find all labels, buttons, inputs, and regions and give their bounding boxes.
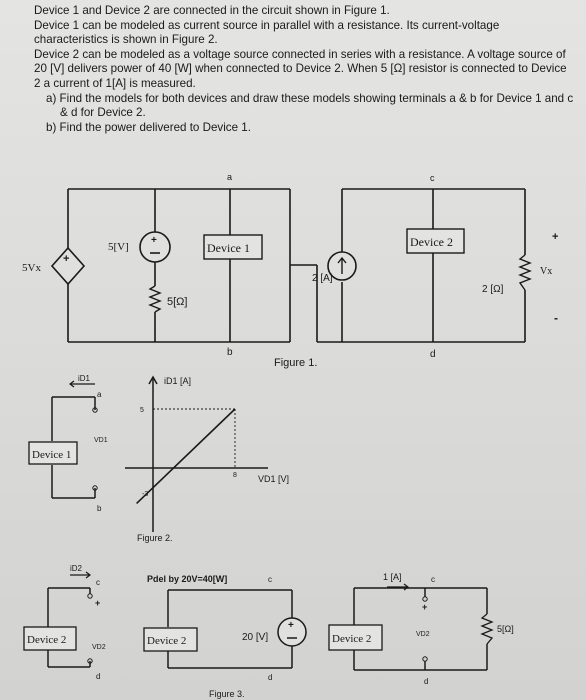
vd2-label: VD2 (92, 644, 106, 651)
id1-label: iD1 (78, 374, 91, 383)
figure2-caption: Figure 2. (137, 533, 173, 543)
resistor-icon (480, 613, 494, 645)
resistor-icon (148, 285, 162, 313)
right-device-label: Device 2 (332, 633, 371, 645)
right-resistor-label: 5[Ω] (497, 624, 514, 634)
resistor-2ohm: 2 [Ω] Vx + - (482, 231, 558, 325)
terminal-d-icon (87, 658, 93, 664)
figure-3-device2-symbol (47, 587, 91, 668)
mid-node-c: c (268, 575, 272, 584)
y-tick-neg3: -3 (142, 491, 148, 498)
arrow-right-icon (403, 583, 409, 591)
resistor-icon (518, 254, 532, 291)
current-source-2a: 2 [A] (312, 251, 357, 284)
problem-line-3: Device 2 can be modeled as a voltage sou… (34, 47, 567, 90)
figure-2-terminals: iD1 a VD1 b Device 1 (28, 374, 108, 513)
arrow-left-icon (69, 380, 75, 388)
figure-3-left-labels: iD2 c + VD2 d Device 2 (23, 564, 106, 681)
mid-node-d: d (268, 673, 272, 682)
figure-1-circuit (67, 188, 526, 343)
arrow-right-icon (85, 571, 91, 579)
problem-line-1: Device 1 and Device 2 are connected in t… (34, 4, 390, 17)
y-tick-5: 5 (140, 407, 144, 414)
fig2-node-b: b (97, 504, 102, 513)
figure-3-middle-labels: Pdel by 20V=40[W] c Device 2 + 20 [V] d (143, 574, 307, 682)
right-node-d: d (424, 677, 428, 686)
iv-characteristic-chart: iD1 [A] VD1 [V] 5 -3 8 (125, 375, 289, 532)
voltage-source-5v: + 5[V] (108, 231, 171, 263)
iv-series-line (136, 408, 236, 504)
right-plus: + (422, 602, 427, 612)
mid-vsource-plus: + (288, 620, 294, 631)
vd1-label: VD1 (94, 437, 108, 444)
right-current-label: 1 [A] (383, 572, 402, 582)
terminal-a-icon (92, 407, 98, 413)
node-b-label: b (227, 347, 233, 358)
id2-label: iD2 (70, 564, 83, 573)
problem-line-2: Device 1 can be modeled as current sourc… (34, 18, 500, 47)
mid-device-label: Device 2 (147, 635, 186, 647)
terminal-c-icon (87, 593, 93, 599)
y-axis-label: iD1 [A] (164, 376, 191, 386)
node-d-label: d (430, 349, 436, 360)
fig2-node-a: a (97, 390, 102, 399)
vsource-label: 5[V] (108, 241, 129, 253)
node-c-label: c (430, 173, 435, 183)
problem-part-a: a) Find the models for both devices and … (46, 91, 574, 120)
device2-label: Device 2 (410, 235, 453, 249)
resistor2-label: 2 [Ω] (482, 284, 504, 295)
node-a-label: a (227, 172, 232, 182)
vx-plus: + (552, 231, 558, 243)
figure-3-right-labels: 1 [A] c + VD2 d Device 2 5[Ω] (328, 572, 514, 686)
dependent-voltage-source: + 5Vx (22, 246, 86, 286)
terminal-d-icon (422, 656, 428, 662)
terminal-c-icon (422, 596, 428, 602)
current-source-label: 2 [A] (312, 273, 333, 284)
problem-part-b: b) Find the power delivered to Device 1. (46, 120, 251, 134)
figure3-caption: Figure 3. (209, 689, 245, 699)
terminal-b-icon (92, 485, 98, 491)
fig3-node-c: c (96, 578, 100, 587)
right-node-c: c (431, 575, 435, 584)
fig2-device-label: Device 1 (32, 449, 71, 461)
vsource-plus: + (151, 235, 157, 246)
figure1-caption: Figure 1. (274, 357, 317, 369)
x-tick-8: 8 (233, 472, 237, 479)
resistor1-label: 5[Ω] (167, 296, 187, 308)
fig3-device-label: Device 2 (27, 634, 66, 646)
arrow-up-icon (337, 256, 347, 264)
device1-label: Device 1 (207, 241, 250, 255)
x-axis-label: VD1 [V] (258, 474, 289, 484)
vx-label: Vx (540, 266, 552, 277)
mid-source-label: 20 [V] (242, 632, 268, 643)
device-1-box: Device 1 a b (203, 172, 263, 358)
diamond-source-icon (50, 246, 86, 286)
device-2-box: Device 2 c d (406, 173, 465, 360)
dep-source-plus: + (63, 253, 69, 265)
resistor-5ohm: 5[Ω] (148, 285, 187, 313)
voltage-source-icon (139, 231, 171, 263)
voltage-source-icon (277, 617, 307, 647)
fig3-node-d: d (96, 672, 100, 681)
problem-statement: Device 1 and Device 2 are connected in t… (34, 4, 574, 135)
dep-source-label: 5Vx (22, 262, 41, 274)
right-voltage-label: VD2 (416, 631, 430, 638)
vx-minus: - (554, 311, 558, 325)
pdel-title: Pdel by 20V=40[W] (147, 574, 227, 584)
fig3-plus: + (95, 598, 100, 608)
figure-3-middle-circuit (167, 589, 293, 669)
figure-3-right-circuit (353, 587, 488, 671)
y-axis-arrow-icon (148, 375, 158, 385)
